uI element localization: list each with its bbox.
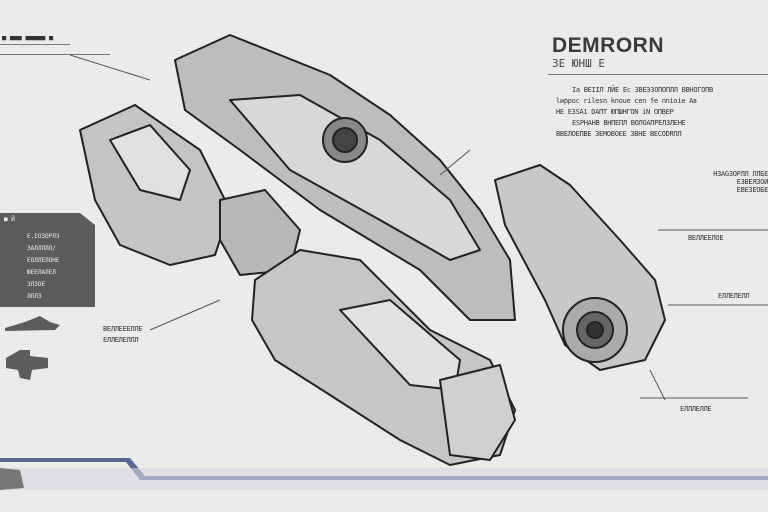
- page-subtitle: ЗЕ ЮНШ Е: [552, 57, 605, 70]
- description-block: Ia BEIIЛ ЛЙЕ Ec ЗВЕЭЗОПОПЛЛ ВВНОГОПВ lир…: [556, 86, 713, 138]
- panel-row: ЮЕЕЛАЛЕЛ: [27, 269, 56, 276]
- panel-row: ЗЛЗОЕ: [27, 281, 46, 288]
- description-line: ЕSPНАНВ ВНПЕПЛ ВОЛОАПРЕЛЗЛЕНЕ: [572, 119, 686, 127]
- top-left-label: ■ ■■■ ■■■■■ ■: [2, 34, 53, 42]
- bottom-accent-bar: [0, 458, 768, 490]
- panel-header: ■ Й: [4, 216, 15, 223]
- side-info-panel: ■ Й Е.ЕОЗОРЛЗ ЗАЛЛЛЛЛ/ ЕОЛЛЕЛОНЕ ЮЕЕЛАЛЕ…: [0, 213, 95, 307]
- silhouette-icons: [5, 316, 60, 380]
- description-line: ВВЕЛОЕПВЕ ЗЕМОВОЕЕ ЗВНЕ ВЕСОDRПЛ: [556, 130, 682, 138]
- callout-label: ЕЛЛЕЛЕЛЛ: [718, 292, 750, 300]
- description-line: Ia BEIIЛ ЛЙЕ Ec ЗВЕЭЗОПОПЛЛ ВВНОГОПВ: [572, 86, 713, 94]
- spec-line: НЗАGЗОРЛЛ ЛЛБЕ: [713, 170, 768, 178]
- page-title: DEMRORN: [552, 34, 664, 57]
- panel-row: ЕОЛЛЕЛОНЕ: [27, 257, 60, 264]
- callout-label: ВЕЛЛЕЕЛОЕ: [688, 234, 724, 242]
- description-line: lиррос rilesn knoue cen fe nnioie Ав: [556, 97, 697, 105]
- divider: [0, 54, 110, 55]
- callout-label: ВЕЛЛЕЕЕЛЛЕ: [103, 325, 143, 333]
- panel-row: ЗАЛЛЛЛЛ/: [27, 245, 56, 252]
- panel-row: ЛЛЛЗ: [27, 293, 42, 300]
- spec-block: НЗАGЗОРЛЛ ЛЛБЕ ЕЗВЕЯЗОИ ЕВЕЗЕОБЕ: [656, 170, 768, 194]
- panel-row: Е.ЕОЗОРЛЗ: [27, 233, 60, 240]
- callout-label: ЕЛЛЕЛЕЛЛЛ: [103, 336, 139, 344]
- spec-line: ЕВЕЗЕОБЕ: [736, 186, 768, 194]
- title-divider: [548, 74, 768, 75]
- spec-line: ЕЗВЕЯЗОИ: [736, 178, 768, 186]
- description-line: НЕ ЕЗSA1 DAПТ ЮПШНГОN iN ОПВЕР: [556, 108, 674, 116]
- callout-label: ЕЛЛЛЕЛЛЕ: [680, 405, 712, 413]
- divider: [0, 44, 70, 45]
